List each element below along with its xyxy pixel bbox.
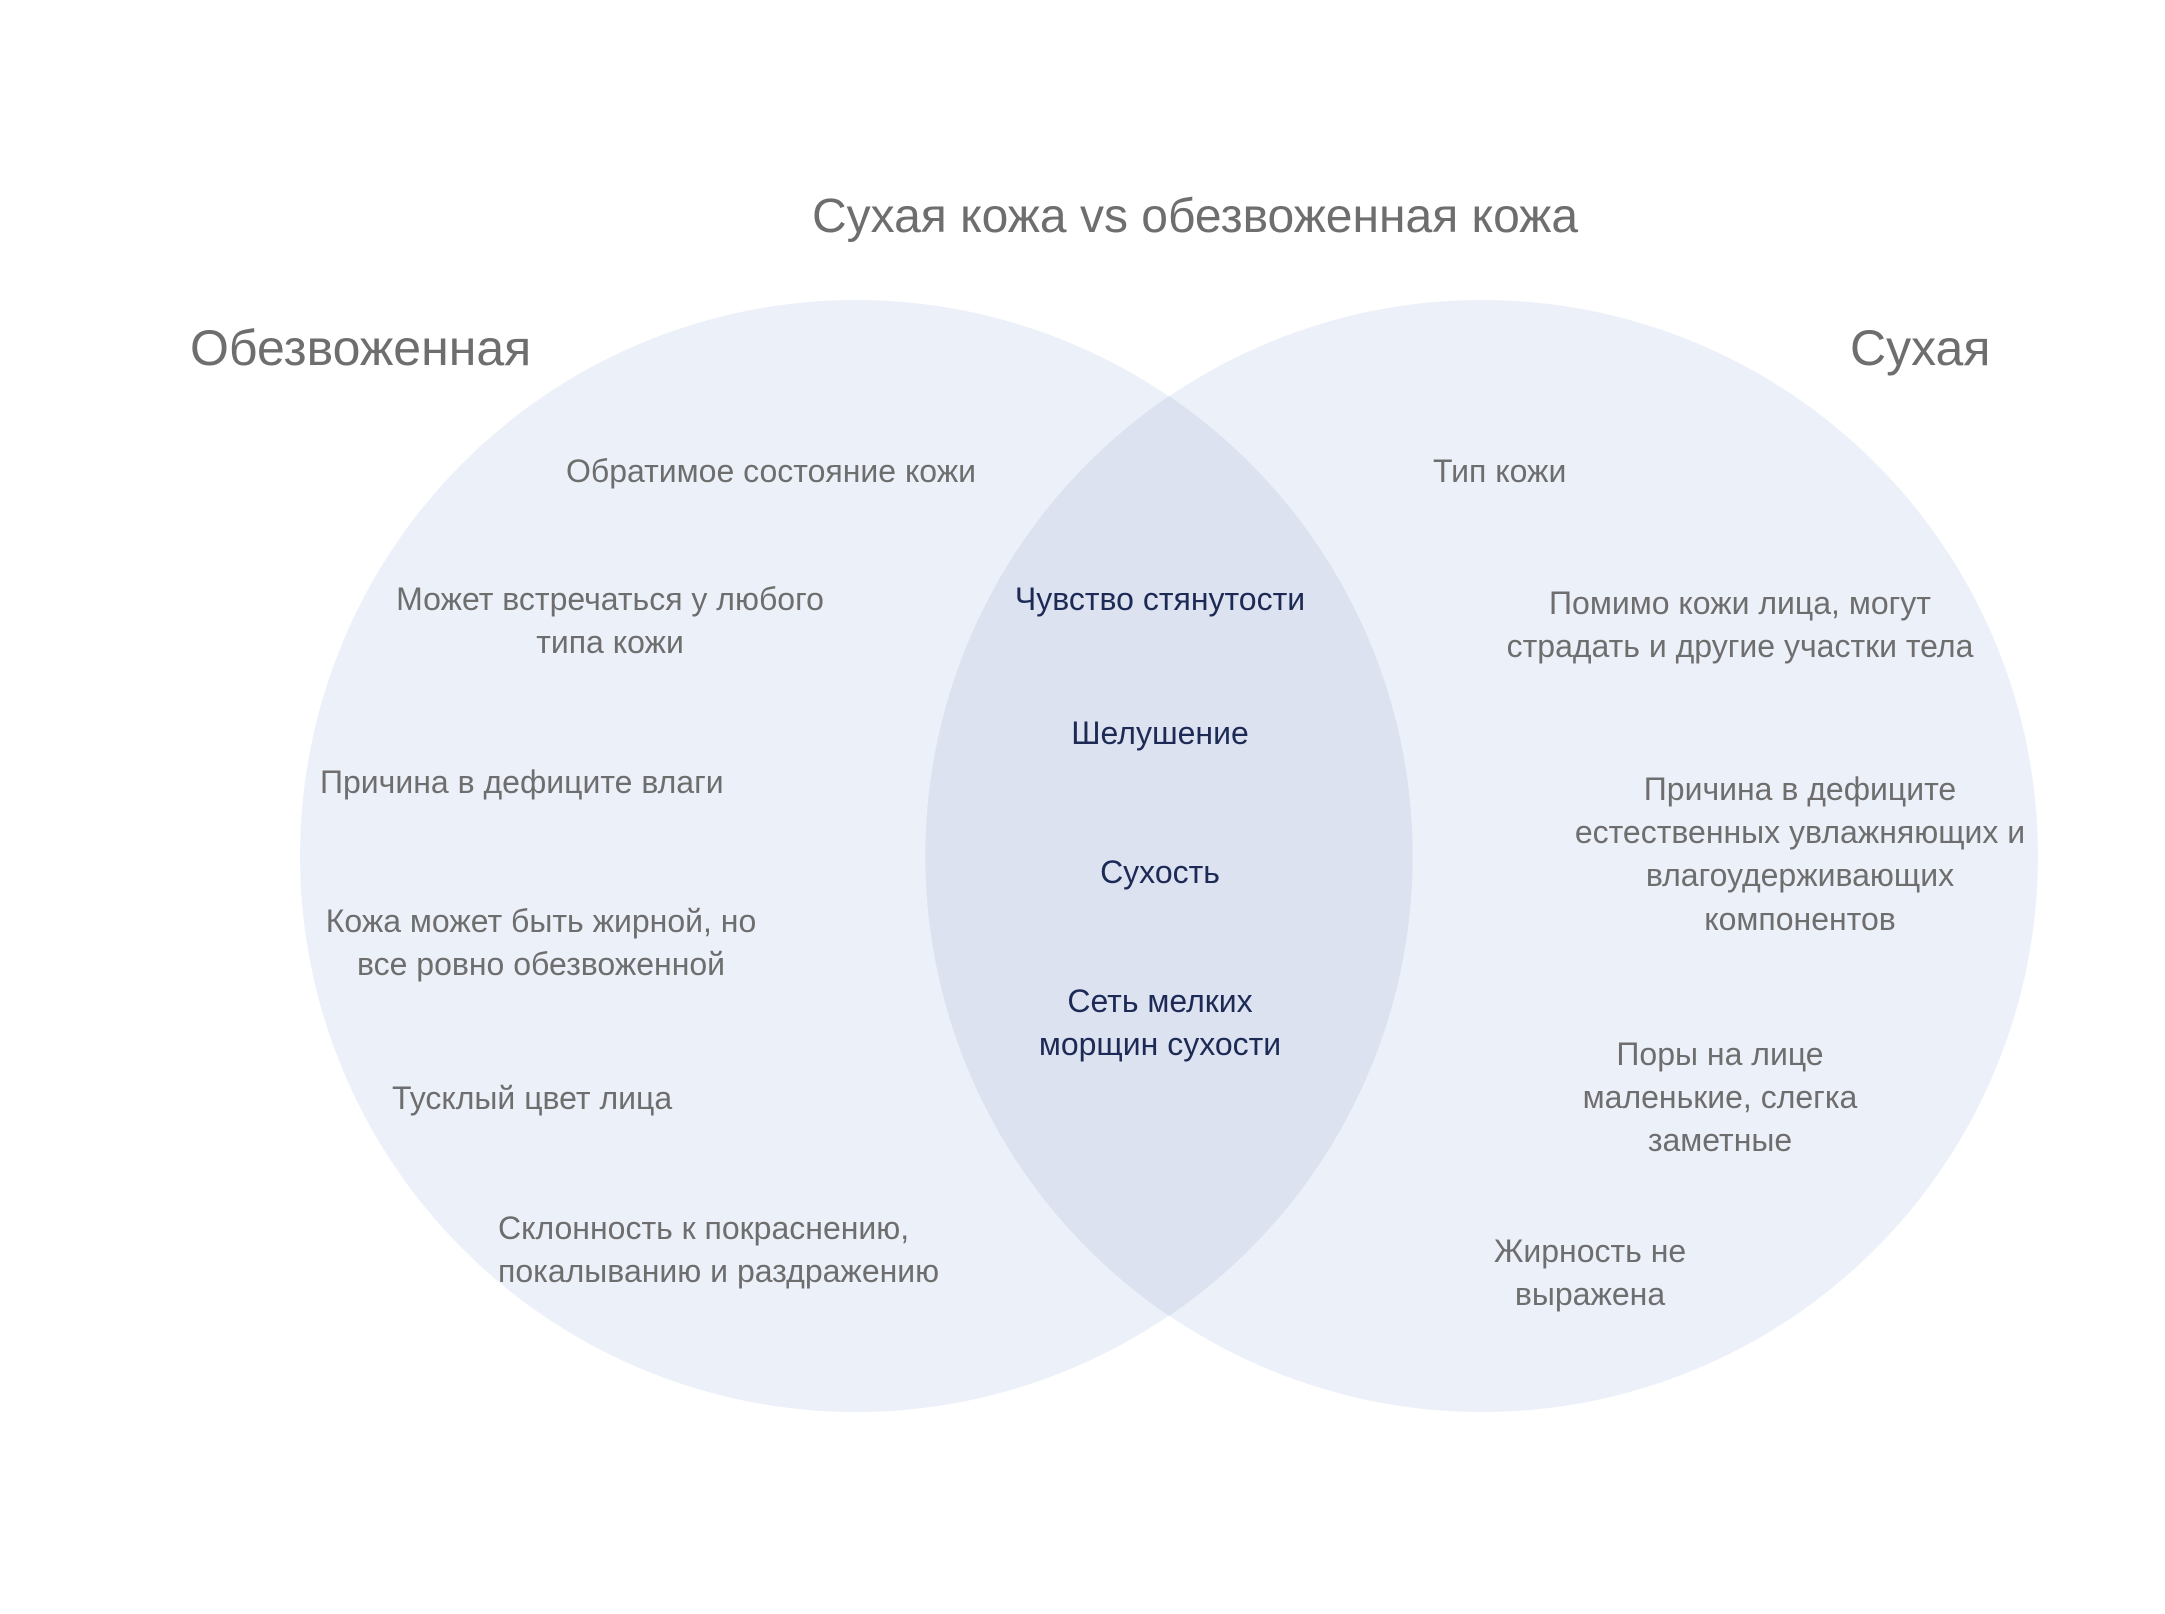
- set-label-dry: Сухая: [1850, 320, 1991, 376]
- left-item-dull-complexion: Тусклый цвет лица: [392, 1080, 673, 1116]
- left-item-oily-but-dehydrated: Кожа может быть жирной, но все ровно обе…: [325, 903, 757, 983]
- right-item-oiliness-not-pronounced: Жирность не выражена: [1493, 1233, 1687, 1313]
- shared-item-tightness: Чувство стянутости: [1014, 581, 1306, 617]
- shared-item-dryness: Сухость: [1100, 854, 1220, 890]
- shared-item-peeling: Шелушение: [1071, 715, 1249, 751]
- right-item-small-pores: Поры на лице маленькие, слегка заметные: [1582, 1036, 1858, 1159]
- right-item-nmf-deficit: Причина в дефиците естественных увлажняю…: [1574, 771, 2026, 937]
- set-label-dehydrated: Обезвоженная: [190, 320, 532, 376]
- left-item-any-skin-type: Может встречаться у любого типа кожи: [396, 581, 824, 661]
- right-item-skin-type: Тип кожи: [1433, 453, 1567, 489]
- left-item-moisture-deficit: Причина в дефиците влаги: [320, 764, 724, 800]
- overlap-region: [925, 396, 1413, 1316]
- right-item-other-body-areas: Помимо кожи лица, могут страдать и други…: [1506, 585, 1974, 665]
- left-item-redness-irritation: Склонность к покраснению, покалыванию и …: [498, 1210, 940, 1290]
- shared-item-fine-wrinkles: Сеть мелких морщин сухости: [1038, 983, 1282, 1063]
- left-item-reversible: Обратимое состояние кожи: [566, 453, 977, 489]
- diagram-title: Сухая кожа vs обезвоженная кожа: [811, 190, 1579, 243]
